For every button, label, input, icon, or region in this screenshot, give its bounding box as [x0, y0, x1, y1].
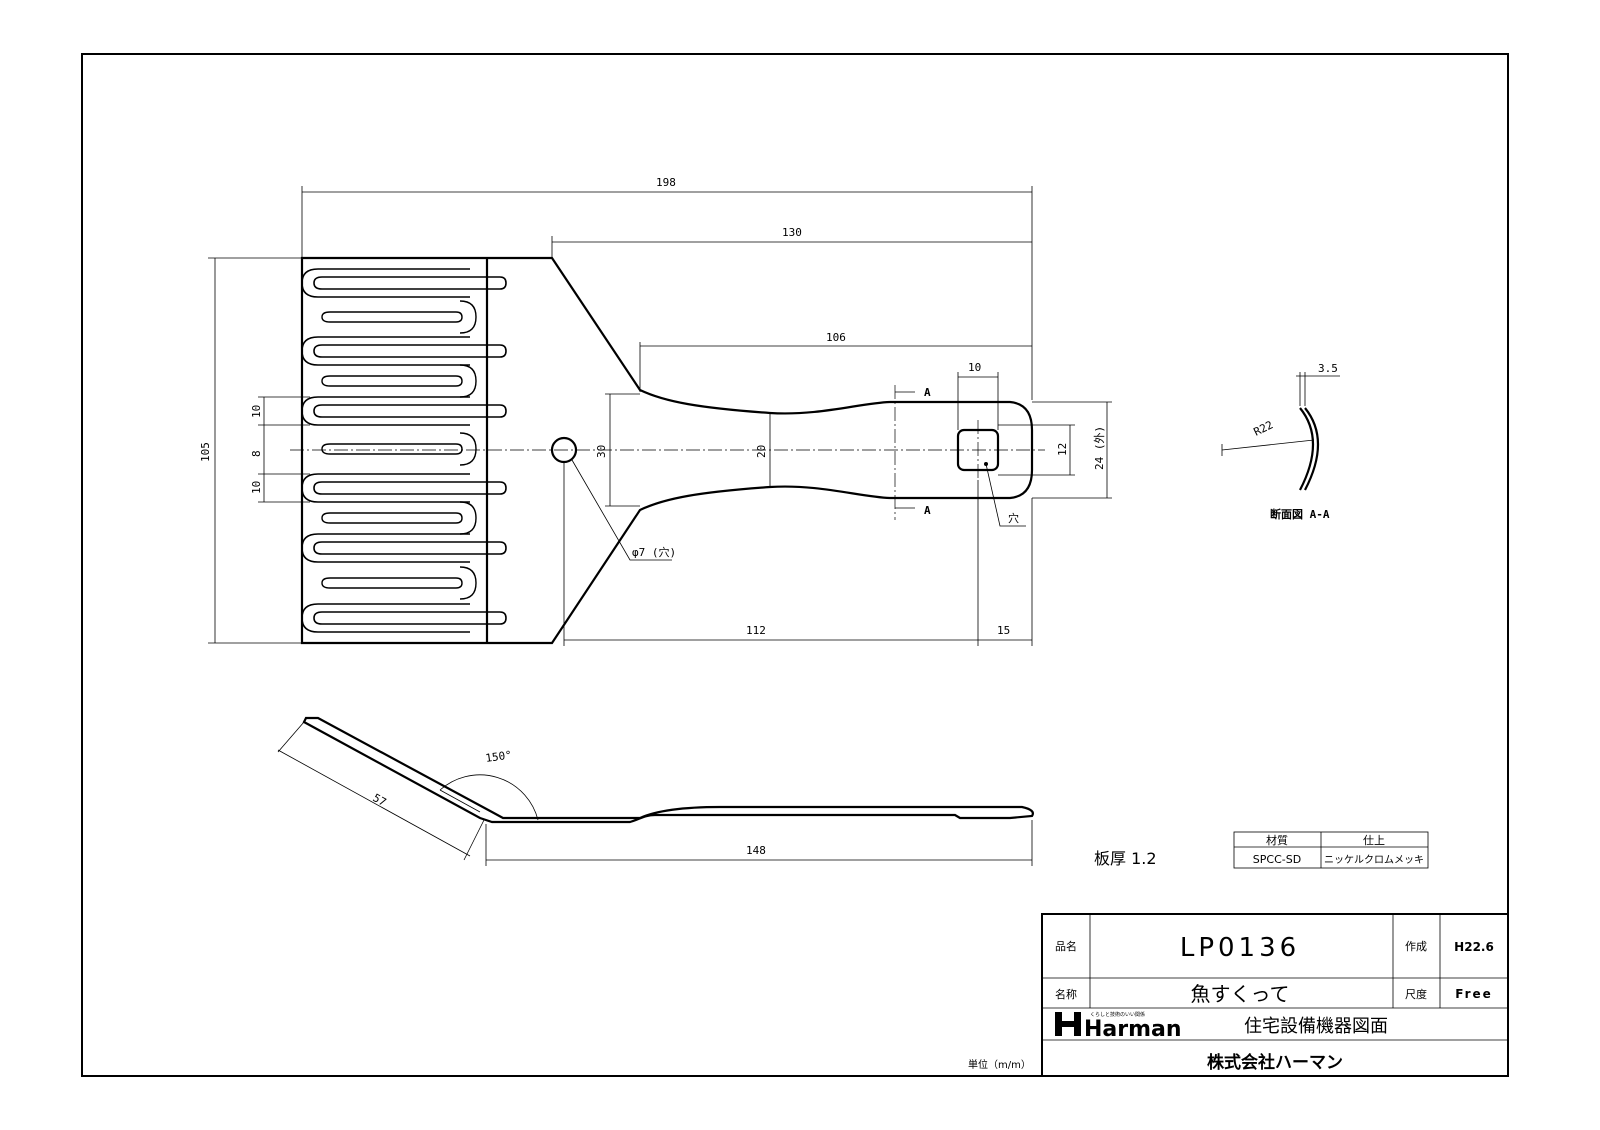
harman-logo-mark-cutout	[1062, 1027, 1074, 1036]
dim-side-angle: 150°	[485, 748, 513, 765]
scale-value: Free	[1455, 987, 1493, 1001]
plate-thickness: 板厚 1.2	[1094, 849, 1157, 868]
dim-end-width: 24 (外)	[1093, 426, 1106, 470]
unit-note: 単位（m/m）	[968, 1058, 1031, 1071]
dim-slot-center: 8	[250, 450, 263, 457]
dim-grip-width: 20	[755, 445, 768, 458]
dim-side-blade: 57	[371, 791, 389, 809]
tine-gap	[321, 566, 477, 600]
title-block-frame	[1041, 913, 1509, 1077]
date-label: 作成	[1405, 940, 1427, 953]
date-value: H22.6	[1454, 940, 1494, 954]
name-label: 名称	[1055, 987, 1077, 1001]
part-no-label: 品名	[1055, 939, 1077, 953]
section-view: R22 3.5 断面図 A-A	[1221, 362, 1340, 521]
dim-overall-length: 198	[656, 176, 676, 189]
dim-hole-to-end: 15	[997, 624, 1010, 637]
section-title: 断面図 A-A	[1270, 507, 1330, 521]
tine-loop	[301, 533, 507, 563]
tines	[301, 268, 507, 633]
scale-label: 尺度	[1405, 987, 1427, 1001]
company-name: 株式会社ハーマン	[1207, 1052, 1343, 1073]
side-fold-line	[439, 789, 481, 813]
tine-loop	[301, 603, 507, 633]
label-hole-note: 穴	[1008, 511, 1019, 525]
tine-gap	[321, 432, 477, 466]
dim-side-length: 148	[746, 844, 766, 857]
tine-loop	[301, 396, 507, 426]
harman-logo-text: Harman	[1084, 1017, 1182, 1042]
tine-loop	[301, 336, 507, 366]
leader-hole-diameter	[571, 459, 672, 561]
dim-slot-gap-bottom: 10	[250, 481, 263, 494]
ext-line	[277, 721, 305, 753]
dim-section-radius: R22	[1252, 418, 1276, 438]
dim-hole-height: 12	[1056, 443, 1069, 456]
finish-header: 仕上	[1363, 834, 1385, 847]
dim-line-57	[277, 749, 471, 857]
dim-head-width: 105	[199, 442, 212, 462]
tine-gap	[321, 364, 477, 398]
material-header: 材質	[1266, 833, 1288, 847]
side-profile-outline	[302, 716, 1034, 824]
harman-logo-mark-cutout	[1062, 1012, 1074, 1021]
tine-gap	[321, 300, 477, 334]
leader-hole-note	[985, 463, 1026, 527]
section-inner-arc	[1304, 407, 1320, 491]
ext-line	[463, 819, 485, 861]
dim-section-thickness: 3.5	[1318, 362, 1338, 375]
tine-loop	[301, 473, 507, 503]
material-value: SPCC-SD	[1253, 853, 1301, 866]
section-radius-line	[1221, 439, 1315, 451]
side-view: 150° 57 148	[277, 716, 1034, 866]
top-view: A A 198 130 106 10 105 10 8 10	[199, 176, 1112, 646]
spatula-outline	[300, 256, 1034, 645]
drawing-type: 住宅設備機器図面	[1244, 1016, 1388, 1037]
dim-slot-gap-top: 10	[250, 405, 263, 418]
harman-tagline: くらしと技術のいい関係	[1090, 1011, 1145, 1018]
dim-base-to-hole: 112	[746, 624, 766, 637]
material-table-frame	[1233, 831, 1429, 869]
tine-gap	[321, 501, 477, 535]
title-block: 品名 LP0136 作成 H22.6 名称 魚すくって 尺度 Free Harm…	[1041, 913, 1509, 1077]
material-table: 材質 仕上 SPCC-SD ニッケルクロムメッキ	[1233, 831, 1429, 869]
part-name: 魚すくって	[1191, 982, 1290, 1006]
part-number: LP0136	[1180, 933, 1300, 963]
label-hole-diameter: φ7 (穴)	[632, 545, 676, 559]
sheet-border	[81, 53, 1509, 1077]
section-label-top: A	[924, 386, 931, 399]
angle-arc	[439, 774, 539, 821]
harman-logo: Harman くらしと技術のいい関係	[1055, 1011, 1182, 1042]
tine-loop	[301, 268, 507, 298]
section-outer-arc	[1299, 407, 1315, 491]
finish-value: ニッケルクロムメッキ	[1324, 854, 1424, 866]
dim-handle-length: 106	[826, 331, 846, 344]
dim-neck-width: 30	[595, 445, 608, 458]
dim-handle-from-neck: 130	[782, 226, 802, 239]
dim-hole-square: 10	[968, 361, 981, 374]
section-label-bottom: A	[924, 504, 931, 517]
